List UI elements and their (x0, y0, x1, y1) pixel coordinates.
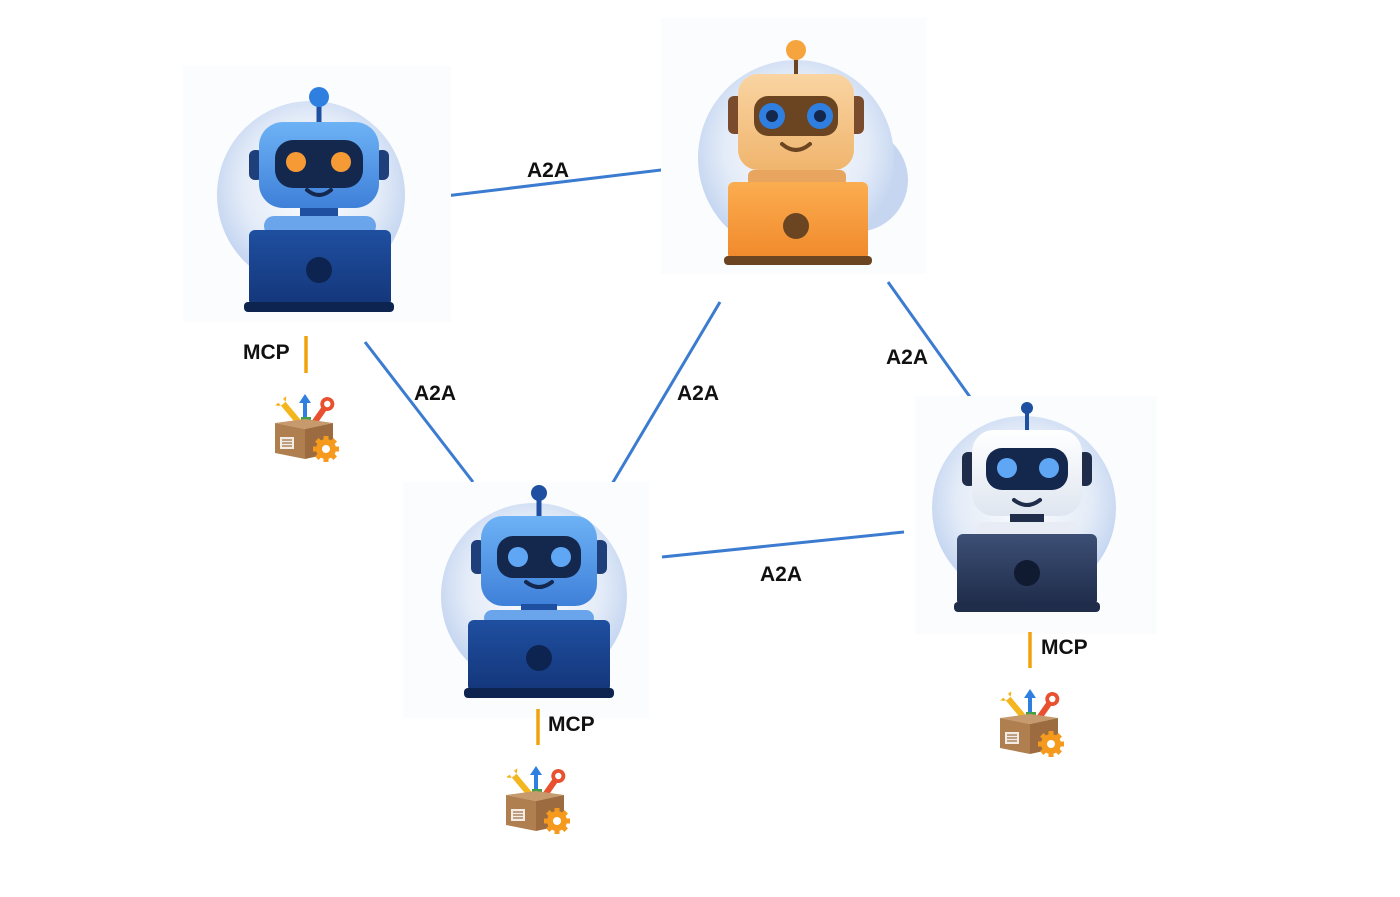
connection-topleft-bottomcenter (363, 341, 475, 483)
toolbox-icon (274, 393, 340, 463)
robot-at-laptop-icon (244, 87, 394, 312)
agent-bottom-center (403, 482, 649, 718)
mcp-label: MCP (548, 713, 595, 736)
mcp-label: MCP (1041, 636, 1088, 659)
toolbox-icon (505, 765, 571, 835)
connection-label: A2A (414, 382, 456, 405)
connection-label: A2A (886, 346, 928, 369)
mcp-label: MCP (243, 341, 290, 364)
connection-topcenter-bottomcenter (610, 301, 722, 485)
robot-at-laptop-icon (464, 485, 614, 698)
agent-top-left (183, 66, 451, 322)
connection-label: A2A (527, 159, 569, 182)
robot-at-laptop-icon (954, 402, 1100, 612)
agent-right (915, 396, 1157, 634)
mcp-link-bottom-center: MCP (505, 709, 595, 835)
connection-labels: A2A A2A A2A A2A A2A (414, 159, 928, 586)
connection-lines (363, 165, 972, 559)
connection-label: A2A (760, 563, 802, 586)
connection-topcenter-right (886, 281, 972, 398)
robot-at-laptop-icon (724, 40, 872, 265)
mcp-link-top-left: MCP (243, 336, 340, 463)
connection-bottomcenter-right (661, 530, 905, 559)
agent-top-center (661, 18, 926, 274)
connection-label: A2A (677, 382, 719, 405)
connection-topleft-topcenter (436, 165, 687, 199)
toolbox-icon (999, 688, 1065, 758)
mcp-link-right: MCP (999, 632, 1088, 758)
